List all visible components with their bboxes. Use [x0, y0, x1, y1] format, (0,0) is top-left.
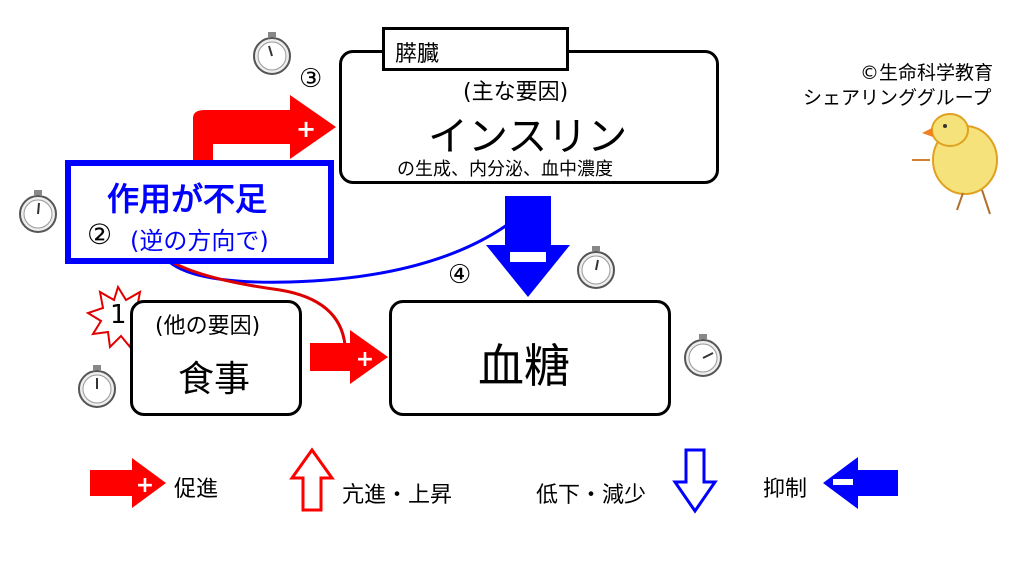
step-1-label: 1 — [110, 300, 127, 330]
legend-decrease-label: 低下・減少 — [536, 483, 647, 508]
legend-decrease-arrow — [672, 448, 718, 514]
step-2-label: ② — [87, 218, 113, 251]
plus-sign: + — [296, 115, 316, 143]
chick-illustration — [912, 113, 998, 215]
step-3-label: ③ — [299, 64, 323, 94]
copyright-line-1: ©生命科学教育 — [860, 62, 994, 84]
action-title: 作用が不足 — [107, 180, 268, 218]
suppress-link-line — [158, 223, 508, 284]
legend-promote-arrow: + — [90, 458, 166, 508]
action-box — [65, 160, 334, 264]
plus-sign: + — [136, 473, 154, 498]
meal-sub-label: (他の要因) — [155, 314, 261, 339]
legend-suppress-arrow — [823, 457, 898, 509]
meal-title: 食事 — [178, 359, 251, 400]
promote-arrow-to-insulin: + — [193, 95, 336, 160]
pancreas-label: 膵臓 — [395, 42, 440, 67]
insulin-note: の生成、内分泌、血中濃度 — [397, 159, 613, 180]
copyright-line-2: シェアリンググループ — [803, 87, 992, 109]
stopwatch-icon — [253, 32, 291, 75]
stopwatch-icon — [577, 246, 615, 289]
insulin-sub-label: (主な要因) — [463, 80, 569, 105]
action-note: (逆の方向で) — [130, 227, 269, 255]
promote-arrow-to-glucose: + — [310, 330, 388, 384]
legend-suppress-label: 抑制 — [763, 477, 808, 502]
legend-promote-label: 促進 — [174, 477, 219, 502]
step-4-label: ④ — [448, 260, 472, 290]
stopwatch-icon — [684, 334, 722, 377]
insulin-box — [339, 50, 719, 184]
plus-sign: + — [356, 347, 374, 372]
stopwatch-icon — [78, 365, 116, 408]
glucose-box — [389, 300, 671, 416]
pancreas-label-box: 膵臓 — [382, 27, 569, 71]
legend-increase-arrow — [289, 447, 335, 512]
legend-increase-label: 亢進・上昇 — [342, 483, 453, 508]
glucose-title: 血糖 — [478, 339, 570, 393]
meal-box — [130, 300, 302, 416]
suppress-arrow-to-glucose — [486, 196, 570, 297]
stopwatch-icon — [19, 190, 57, 233]
insulin-title: インスリン — [428, 114, 628, 160]
